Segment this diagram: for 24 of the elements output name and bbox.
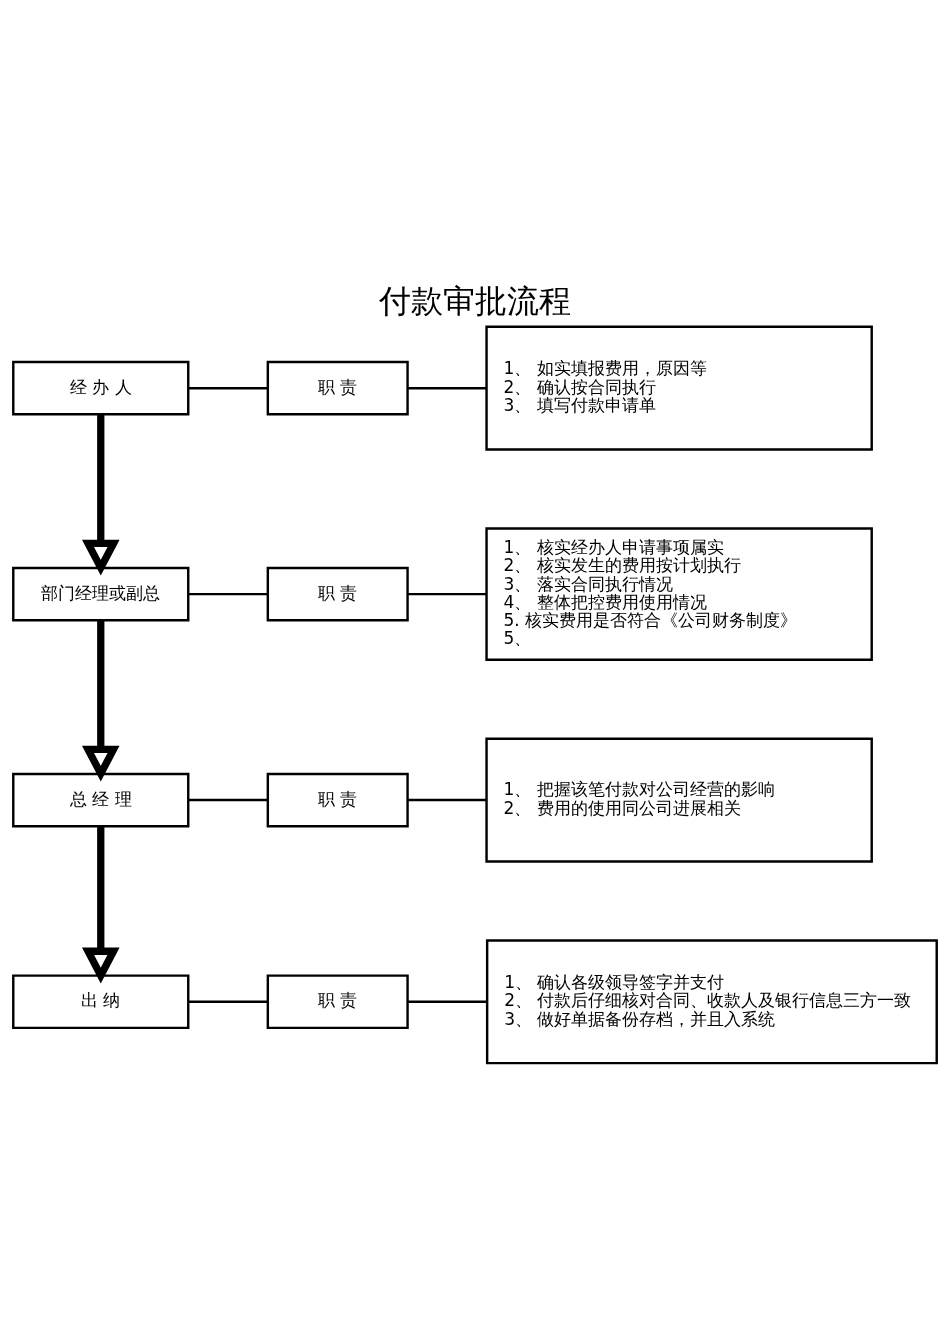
node-box: 总 经 理 [12, 772, 190, 827]
node-box: 职 责 [266, 566, 409, 621]
connector [407, 592, 487, 595]
arrow [82, 826, 120, 983]
connector [188, 798, 268, 801]
node-box: 职 责 [266, 360, 409, 415]
connector [407, 1000, 487, 1003]
arrow [82, 619, 120, 782]
diagram-title: 付款审批流程 [379, 282, 571, 319]
node-box: 出 纳 [12, 973, 190, 1029]
node-box: 职 责 [266, 973, 409, 1029]
connector [407, 798, 487, 801]
connector [188, 1000, 268, 1003]
node-box: 职 责 [266, 772, 409, 827]
connector [407, 386, 487, 389]
node-box: 1、 核实经办人申请事项属实 2、 核实发生的费用按计划执行 3、 落实合同执行情况 4、 整体把控费用使用情况 5. 核实费用是否符合《公司财务制度》 5、 [485, 526, 873, 661]
node-box: 1、 确认各级领导签字并支付 2、 付款后仔细核对合同、收款人及银行信息三方一致 3、 做好单据备份存档，并且入系统 [485, 938, 938, 1064]
node-box: 部门经理或副总 [12, 566, 190, 621]
node-box: 1、 把握该笔付款对公司经营的影响 2、 费用的使用同公司进展相关 [485, 737, 873, 863]
arrow [82, 413, 120, 576]
connector [188, 592, 268, 595]
node-box: 1、 如实填报费用，原因等 2、 确认按合同执行 3、 填写付款申请单 [485, 325, 873, 451]
node-box: 经 办 人 [12, 360, 190, 415]
connector [188, 386, 268, 389]
